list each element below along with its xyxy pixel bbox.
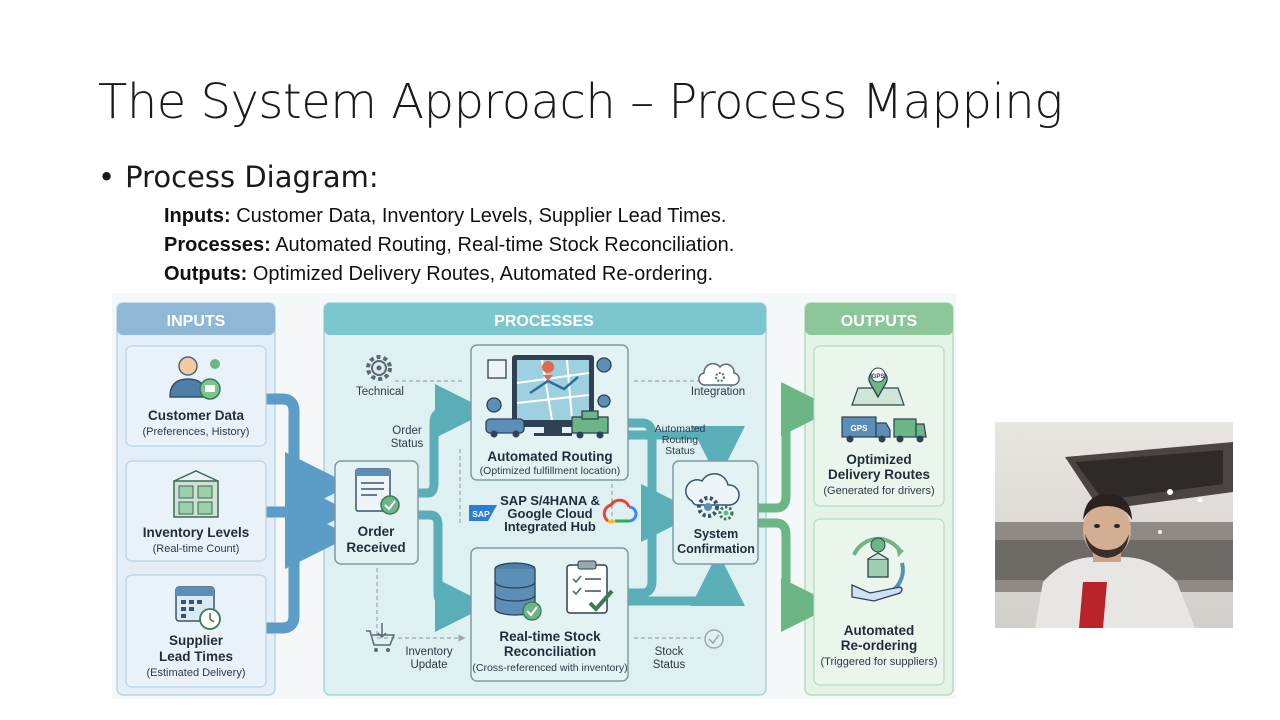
inputs-header-bg: [117, 303, 275, 335]
supplier-title-line2: Lead Times: [159, 649, 233, 664]
system-confirmation-card: System Confirmation: [672, 460, 759, 565]
google-cloud-logo-icon: [602, 498, 638, 524]
technical-label-group: Technical: [356, 355, 404, 398]
output-arrows: [758, 382, 835, 632]
inventory-levels-card: Inventory Levels (Real-time Count): [125, 460, 267, 562]
routing-title: Automated Routing: [487, 449, 612, 464]
technical-label: Technical: [356, 386, 404, 398]
order-received-line2: Received: [346, 540, 405, 555]
hub-line2: Google Cloud: [507, 506, 592, 521]
hub-line3: Integrated Hub: [504, 519, 596, 534]
gear-icon: [366, 355, 392, 381]
customer-data-title: Customer Data: [148, 408, 245, 423]
processes-line: Processes: Automated Routing, Real-time …: [164, 234, 734, 257]
inputs-header: INPUTS: [167, 313, 226, 330]
reorder-title-line1: Automated: [844, 623, 915, 638]
cloud-gear-icon: [698, 362, 740, 386]
routing-sub: (Optimized fulfillment location): [480, 465, 621, 477]
order-received-line1: Order: [358, 524, 396, 539]
checklist-document-icon: [355, 468, 400, 515]
outputs-line: Outputs: Optimized Delivery Routes, Auto…: [164, 263, 713, 286]
bullet-process-diagram: • Process Diagram:: [98, 160, 379, 194]
reorder-title-line2: Re-ordering: [841, 638, 918, 653]
outputs-line-label: Outputs:: [164, 263, 248, 285]
gps-truck-icon: GPS GPS: [841, 367, 927, 443]
inventory-update-group: Inventory Update: [366, 623, 453, 671]
cloud-gears-icon: [685, 473, 740, 521]
gps-pin-label: GPS: [872, 374, 885, 380]
bullet-marker: •: [98, 160, 116, 194]
supplier-sub: (Estimated Delivery): [146, 667, 245, 679]
processes-header: PROCESSES: [494, 313, 594, 330]
delivery-title-line1: Optimized: [846, 452, 911, 467]
supplier-lead-times-card: Supplier Lead Times (Estimated Delivery): [125, 574, 267, 688]
outputs-line-text: Optimized Delivery Routes, Automated Re-…: [247, 263, 714, 285]
check-circle-icon: [704, 629, 724, 649]
cart-download-icon: [366, 623, 396, 652]
processes-line-text: Automated Routing, Real-time Stock Recon…: [270, 234, 735, 256]
stock-status-group: Stock Status: [653, 629, 724, 671]
delivery-sub: (Generated for drivers): [823, 485, 934, 497]
process-arrows: [418, 384, 745, 632]
integrated-hub: SAP SAP S/4HANA & Google Cloud Integrate…: [469, 493, 638, 534]
presenter-webcam-video: [995, 422, 1233, 628]
optimized-delivery-routes-card: GPS GPS Optimized Delivery Routes (Gener…: [813, 345, 945, 507]
gps-truck-label: GPS: [851, 424, 869, 433]
inputs-line: Inputs: Customer Data, Inventory Levels,…: [164, 205, 726, 228]
stock-title-line1: Real-time Stock: [499, 629, 601, 644]
automated-routing-card: Automated Routing (Optimized fulfillment…: [470, 344, 629, 481]
stock-status-line2: Status: [653, 659, 686, 671]
presenter-video-frame: [995, 422, 1233, 628]
inputs-line-label: Inputs:: [164, 205, 231, 227]
outputs-header-bg: [805, 303, 953, 335]
order-status-line1: Order: [392, 425, 422, 437]
customer-data-sub: (Preferences, History): [143, 426, 250, 438]
order-received-card: Order Received: [334, 460, 419, 565]
stock-status-line1: Stock: [655, 646, 684, 658]
bullet-text: Process Diagram:: [125, 160, 379, 194]
integration-label-group: Integration: [691, 362, 745, 398]
inventory-update-line1: Inventory: [405, 646, 453, 658]
inputs-line-text: Customer Data, Inventory Levels, Supplie…: [230, 205, 727, 227]
input-arrows: [266, 393, 351, 634]
stock-title-line2: Reconciliation: [504, 644, 596, 659]
automated-reordering-card: Automated Re-ordering (Triggered for sup…: [813, 518, 945, 686]
routing-status-line1: Automated: [655, 423, 706, 435]
database-clipboard-icon: [494, 560, 614, 621]
routing-status-line2: Routing: [662, 434, 698, 446]
routing-status-line3: Status: [665, 445, 695, 457]
processes-header-bg: [324, 303, 766, 335]
system-confirmation-line2: Confirmation: [677, 542, 755, 556]
system-confirmation-line1: System: [694, 527, 738, 541]
outputs-header: OUTPUTS: [841, 313, 918, 330]
process-diagram: INPUTS PROCESSES OUTPUTS: [112, 293, 956, 699]
boxes-on-shelf-icon: [173, 470, 219, 518]
monitor-map-truck-icon: [485, 355, 612, 439]
hub-line1: SAP S/4HANA &: [500, 493, 600, 508]
inventory-levels-title: Inventory Levels: [143, 525, 250, 540]
sap-logo-icon: SAP: [469, 505, 497, 521]
sap-logo-text: SAP: [472, 509, 490, 519]
calendar-clock-icon: [175, 586, 221, 630]
inventory-update-line2: Update: [410, 659, 447, 671]
stock-sub: (Cross-referenced with inventory): [472, 662, 627, 674]
person-with-id-card-icon: [169, 356, 221, 400]
processes-line-label: Processes:: [164, 234, 271, 256]
delivery-title-line2: Delivery Routes: [828, 467, 930, 482]
supplier-title-line1: Supplier: [169, 633, 224, 648]
inventory-levels-sub: (Real-time Count): [153, 543, 240, 555]
hand-box-cycle-icon: [851, 536, 905, 602]
stock-reconciliation-card: Real-time Stock Reconciliation (Cross-re…: [470, 547, 629, 682]
reorder-sub: (Triggered for suppliers): [821, 656, 938, 668]
dashed-connectors: [376, 380, 702, 642]
order-status-line2: Status: [391, 438, 424, 450]
integration-label: Integration: [691, 386, 745, 398]
customer-data-card: Customer Data (Preferences, History): [125, 345, 267, 447]
slide-title: The System Approach – Process Mapping: [98, 74, 1063, 130]
